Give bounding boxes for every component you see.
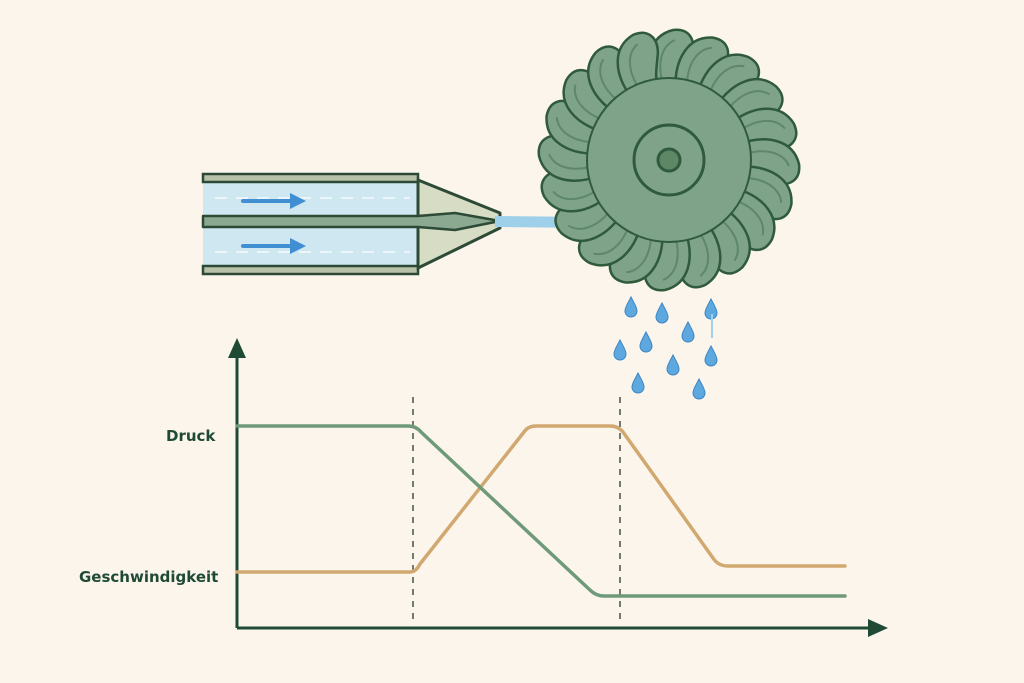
velocity-curve [235,424,847,574]
right-arrow-icon [241,193,306,209]
pipe-top-wall [201,172,420,184]
water-drop-icon [692,377,706,400]
water-drop-icon [681,320,695,343]
pressure-curve [235,424,847,598]
y-axis-arrow-icon [228,338,246,358]
pressure-velocity-graph [228,338,888,637]
nozzle-assembly [201,172,502,276]
wheel-hub-ring [632,123,706,197]
water-drop-icon [631,371,645,394]
water-drop-icon [704,344,718,367]
nozzle-needle [201,211,502,232]
water-drop-icon [666,353,680,376]
water-drop-icon [655,301,669,324]
pressure-label: Druck [166,427,216,445]
pelton-wheel [537,28,801,292]
x-axis-arrow-icon [868,619,888,637]
pipe-bottom-wall [201,264,420,276]
water-drop-icon [613,338,627,361]
water-droplets [613,295,718,400]
velocity-label: Geschwindigkeit [79,568,219,586]
water-drop-icon [639,330,653,353]
water-drop-icon [624,295,638,318]
right-arrow-icon [241,238,306,254]
wheel-axle [656,147,682,173]
wheel-buckets [537,28,801,292]
